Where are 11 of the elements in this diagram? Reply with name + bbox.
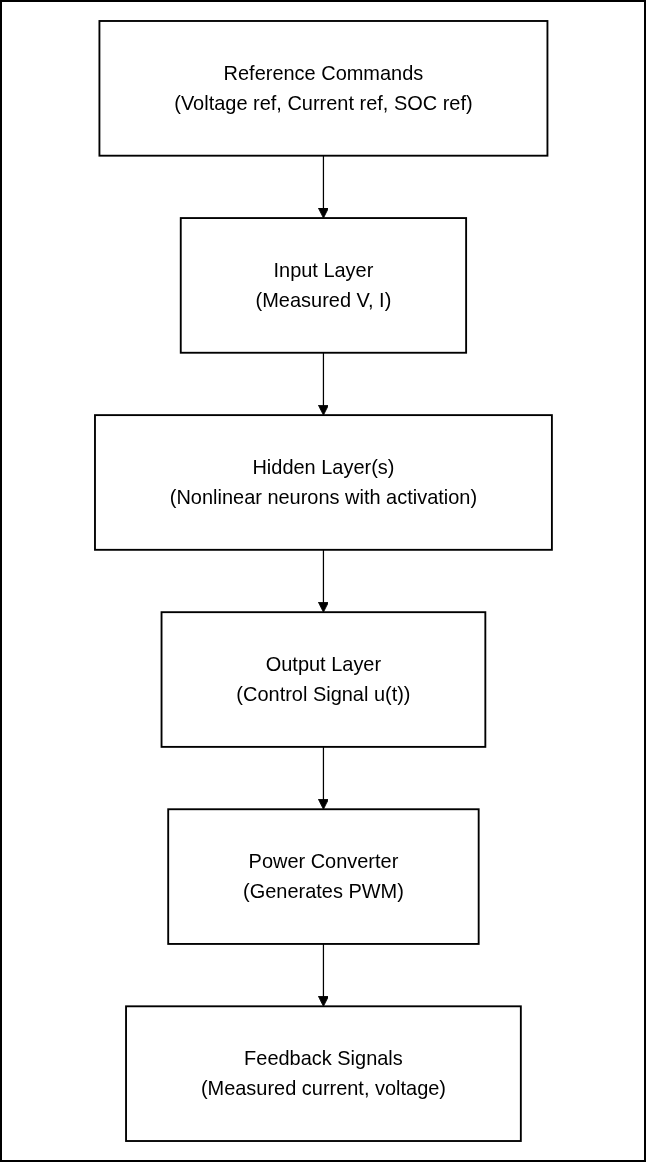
arrow [317, 155, 329, 219]
node-box: Reference Commands (Voltage ref, Current ref, SOC ref) [98, 20, 548, 157]
arrow [317, 549, 329, 613]
node-box: Hidden Layer(s) (Nonlinear neurons with activation) [93, 414, 553, 551]
arrow [317, 746, 329, 810]
node-box: Power Converter (Generates PWM) [166, 808, 480, 945]
node-box: Feedback Signals (Measured current, voltage) [124, 1005, 522, 1142]
node-box: Input Layer (Measured V, I) [179, 217, 467, 354]
arrow [317, 352, 329, 416]
arrow [317, 943, 329, 1007]
node-box: Output Layer (Control Signal u(t)) [160, 611, 486, 748]
